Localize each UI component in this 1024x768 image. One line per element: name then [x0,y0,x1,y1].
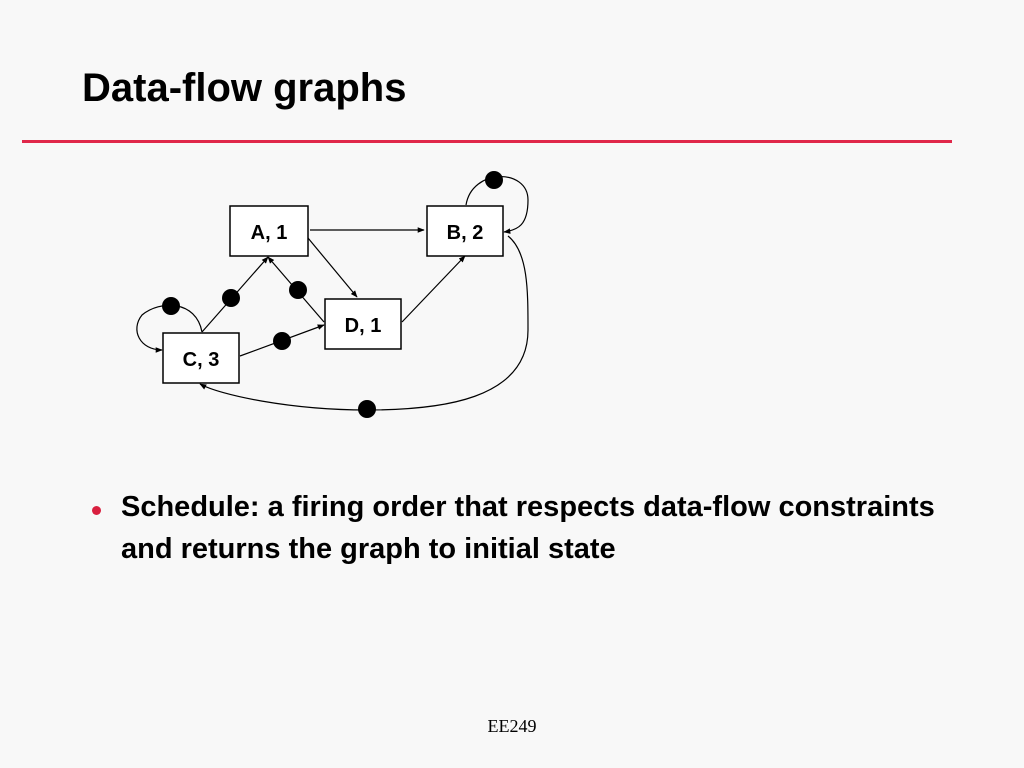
token-c-a [222,289,240,307]
node-c-label: C, 3 [183,349,220,371]
token-b-self [485,171,503,189]
edge-a-d [307,237,358,298]
token-b-c [358,400,376,418]
token-c-d [273,332,291,350]
edge-b-c-curve [199,235,529,411]
bullet-item: Schedule: a firing order that respects d… [121,491,935,565]
edge-d-b [401,255,466,323]
node-b: B, 2 [426,205,504,257]
node-a-label: A, 1 [251,222,288,244]
node-c: C, 3 [162,332,240,384]
token-c-self [162,297,180,315]
edge-c-self-loop [136,304,203,353]
edge-b-self-loop [465,176,529,234]
slide-title: Data-flow graphs [82,66,407,110]
node-a: A, 1 [229,205,309,257]
token-d-a [289,281,307,299]
node-b-label: B, 2 [447,222,484,244]
slide-footer: EE249 [487,716,537,736]
title-divider [22,140,952,143]
bullet-dot-icon [92,506,101,515]
node-d: D, 1 [324,298,402,350]
node-d-label: D, 1 [345,315,382,337]
